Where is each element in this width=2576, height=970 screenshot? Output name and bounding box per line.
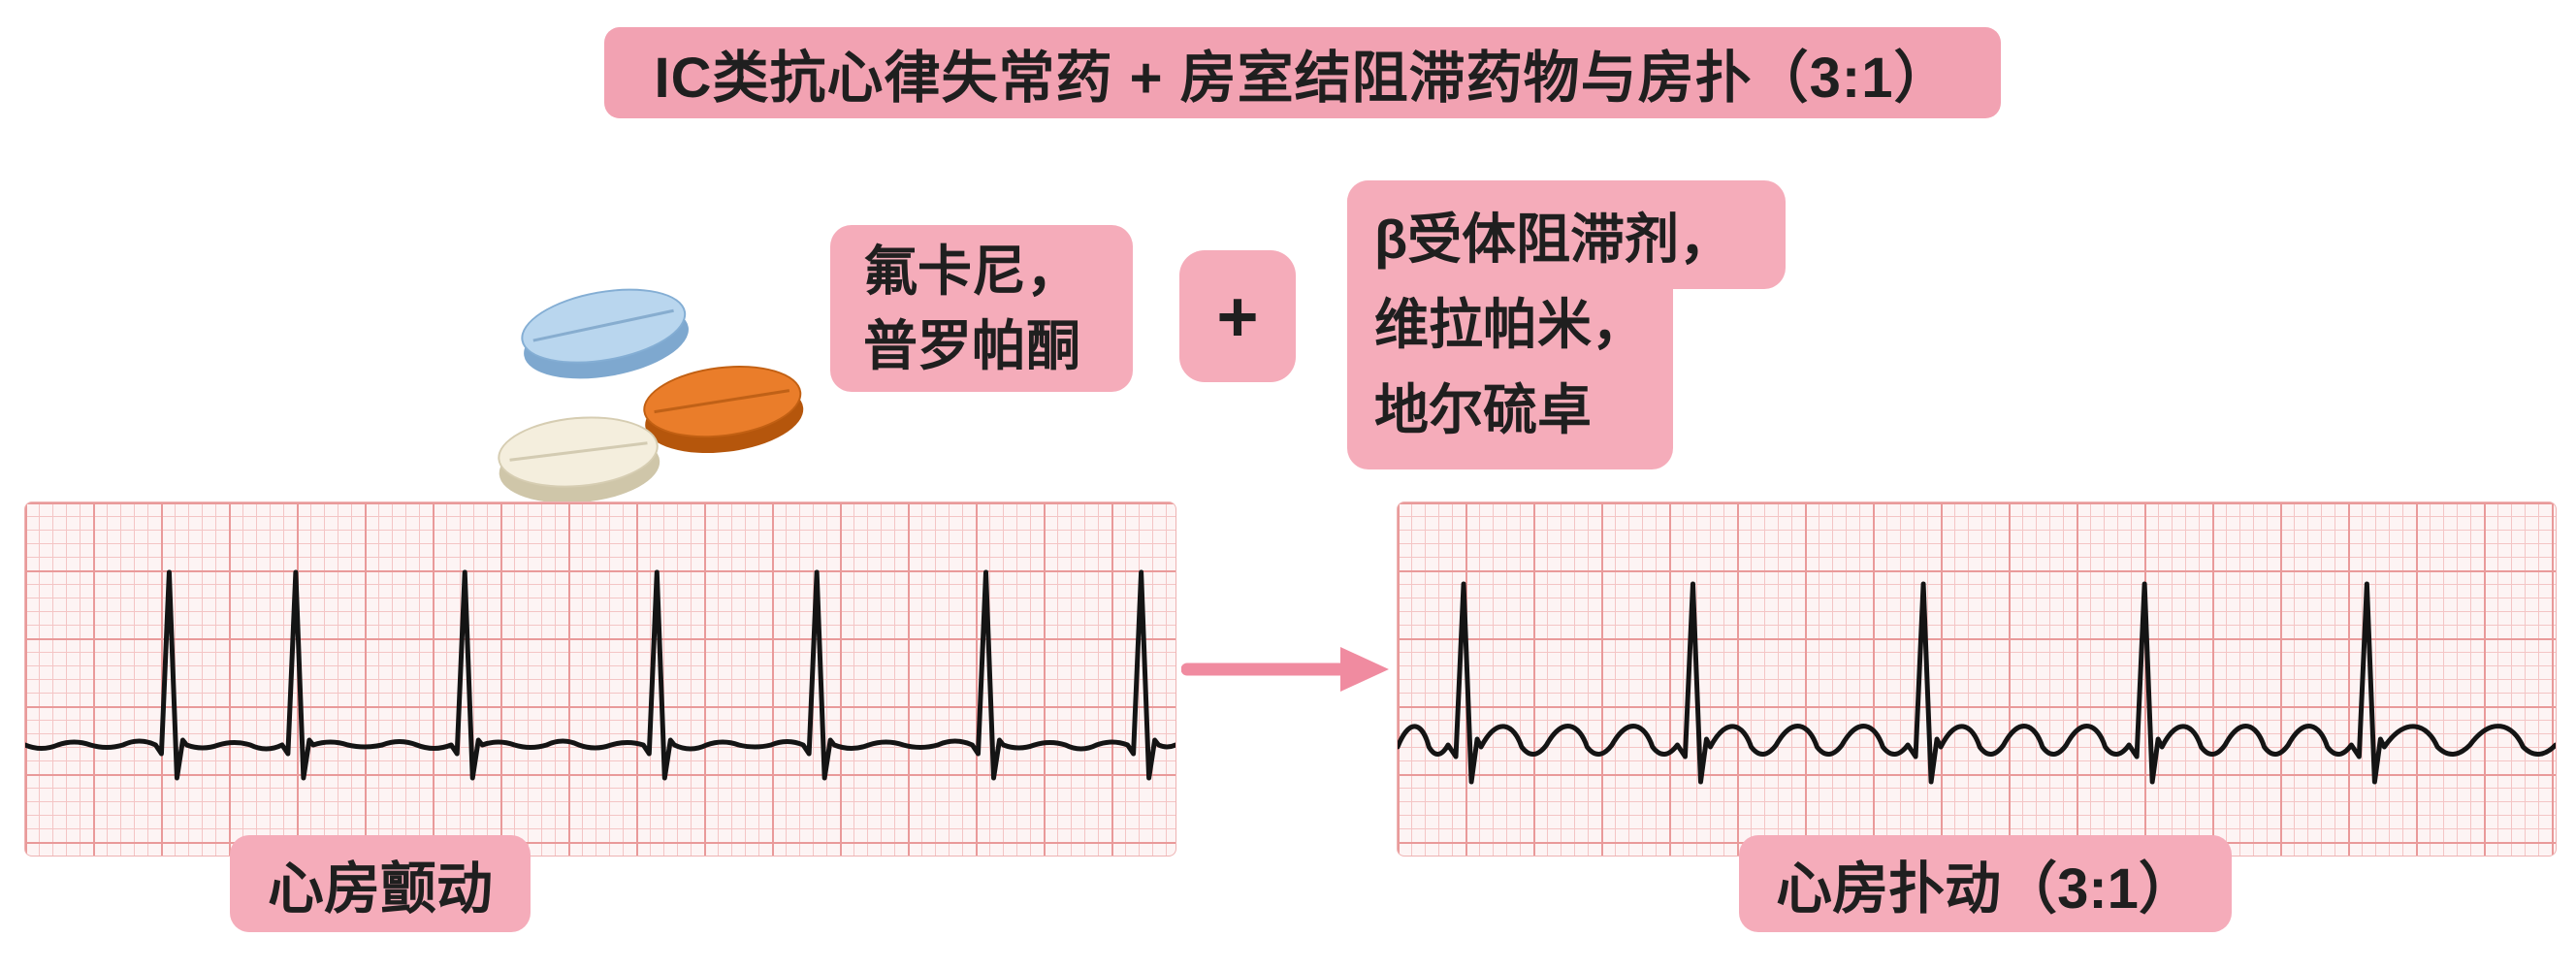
- ecg-trace-afib: [25, 569, 1175, 781]
- drug-box-ic-class: 氟卡尼， 普罗帕酮: [830, 225, 1133, 392]
- plus-sign-box: +: [1179, 250, 1296, 382]
- title-text: IC类抗心律失常药 + 房室结阻滞药物与房扑（3:1）: [654, 47, 1951, 110]
- drug-line: 氟卡尼，: [863, 240, 1080, 302]
- orange-pill-icon: [639, 357, 808, 465]
- ecg-strip-atrial-flutter: [1397, 501, 2557, 857]
- drug-line: 普罗帕酮: [863, 315, 1080, 376]
- drug-line: β受体阻滞剂，: [1374, 209, 1734, 271]
- plus-sign: +: [1216, 275, 1259, 357]
- drug-line: 地尔硫卓: [1374, 378, 1592, 440]
- drug-line: 维拉帕米，: [1374, 294, 1646, 356]
- label-atrial-flutter: 心房扑动（3:1）: [1739, 835, 2232, 932]
- cream-pill-icon: [495, 409, 663, 515]
- ecg-trace-aflutter: [1398, 581, 2556, 785]
- label-text: 心房颤动: [267, 857, 493, 921]
- label-text: 心房扑动（3:1）: [1776, 857, 2195, 921]
- label-atrial-fibrillation: 心房颤动: [230, 835, 531, 932]
- drug-box-av-node-blockers: β受体阻滞剂， 维拉帕米， 地尔硫卓: [1347, 180, 1786, 469]
- title-banner: IC类抗心律失常药 + 房室结阻滞药物与房扑（3:1）: [604, 27, 2001, 118]
- arrow-right-icon: [1181, 647, 1389, 692]
- box-background: [1347, 180, 1786, 289]
- ecg-strip-atrial-fibrillation: [24, 501, 1176, 857]
